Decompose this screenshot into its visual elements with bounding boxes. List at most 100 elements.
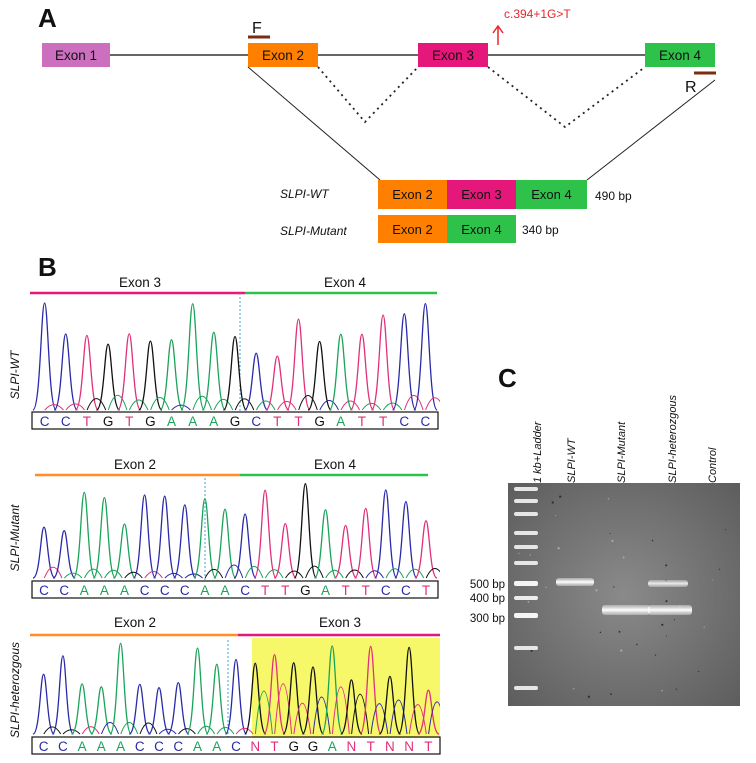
wt-transcript-label: SLPI-WT (280, 187, 330, 201)
gel-speckle (661, 690, 663, 692)
trace-peak (154, 496, 176, 578)
gel-speckle (698, 671, 699, 672)
gel-speckle (555, 515, 556, 516)
base-letter: C (154, 739, 164, 754)
trace-peak (53, 531, 75, 578)
base-letter: A (78, 739, 87, 754)
mutant-transcript-label: SLPI-Mutant (280, 224, 347, 238)
gel-speckle (704, 626, 705, 627)
gel-speckle (600, 632, 602, 634)
base-letter: A (97, 739, 106, 754)
gel-speckle (552, 501, 554, 503)
gel-speckle (530, 554, 531, 555)
gel-speckle (623, 557, 625, 559)
exon-2-label: Exon 2 (262, 48, 304, 63)
trace-peak (274, 524, 296, 578)
base-letter: T (358, 414, 366, 429)
zoom-line-right (587, 80, 715, 180)
trace-peak (110, 643, 131, 734)
base-letter: N (250, 739, 260, 754)
base-letter: A (209, 414, 218, 429)
trace-peak (414, 304, 437, 410)
base-letter: C (40, 414, 50, 429)
base-letter: C (231, 739, 241, 754)
trace-peak (187, 648, 208, 734)
base-letter: T (341, 583, 349, 598)
base-letter: N (347, 739, 357, 754)
chrom-wt-label: SLPI-WT (8, 349, 22, 399)
base-letter: T (261, 583, 269, 598)
panel-c: C 1 kb+Ladder SLPI-WT SLPI-Mutant SLPI-h… (470, 363, 740, 706)
gel-speckle (665, 600, 667, 602)
gel-speckle (558, 547, 560, 549)
base-letter: C (399, 414, 409, 429)
trace-peak (33, 527, 55, 578)
chrom-het-bases: CCAAACCCAACNTGGANTNNT (39, 739, 433, 754)
trace-peak (214, 509, 236, 578)
trace-peak (134, 495, 156, 578)
gel-speckle (661, 624, 663, 626)
trace-peak (52, 656, 73, 734)
trace-peak (355, 508, 377, 578)
base-letter: A (167, 414, 176, 429)
base-letter: N (385, 739, 395, 754)
gel-speckle (610, 693, 612, 695)
trace-peak (33, 303, 56, 410)
lane-label-ladder: 1 kb+Ladder (532, 420, 544, 483)
trace-peak (54, 334, 77, 410)
trace-peak (91, 687, 112, 734)
gel-speckle (725, 529, 726, 530)
base-letter: C (180, 583, 190, 598)
gel-speckle (665, 564, 667, 566)
mutant-segment-1: Exon 2 (392, 222, 432, 237)
trace-peak (372, 315, 395, 410)
band-het-490bp (648, 580, 688, 587)
gel-speckle (573, 688, 574, 689)
base-letter: G (308, 739, 319, 754)
base-letter: A (116, 739, 125, 754)
gel-speckle (595, 589, 597, 591)
mutant-size-label: 340 bp (522, 223, 559, 237)
base-letter: A (120, 583, 129, 598)
chrom-wt-left-exon: Exon 3 (119, 275, 161, 290)
base-letter: T (125, 414, 133, 429)
lane-label-mutant: SLPI-Mutant (616, 421, 628, 483)
chrom-het-right-exon: Exon 3 (319, 615, 361, 630)
wt-segment-3: Exon 4 (531, 187, 571, 202)
gel-speckle (666, 635, 667, 636)
gel-image (508, 483, 740, 706)
trace-peak (93, 498, 115, 578)
lane-label-control: Control (707, 447, 719, 483)
base-letter: G (145, 414, 156, 429)
splice-exon3-exon4 (488, 67, 645, 127)
chrom-mut-left-exon: Exon 2 (114, 457, 156, 472)
exon-1: Exon 1 (42, 43, 110, 67)
base-letter: T (281, 583, 289, 598)
panel-c-label: C (498, 363, 517, 393)
chrom-mut-bases: CCAAACCCAACTTGATTCCT (39, 583, 430, 598)
base-letter: T (424, 739, 432, 754)
base-letter: C (160, 583, 170, 598)
base-letter: T (422, 583, 430, 598)
base-letter: T (83, 414, 91, 429)
primer-reverse-label: R (685, 79, 697, 96)
panel-a: A Exon 1 Exon 2 Exon 3 Exon 4 F R (38, 3, 716, 243)
gel-speckle (676, 688, 677, 689)
gel-speckle (655, 654, 656, 655)
base-letter: C (61, 414, 71, 429)
trace-peak (139, 341, 162, 410)
base-letter: C (140, 583, 150, 598)
base-letter: G (314, 414, 325, 429)
gel-speckle (610, 533, 611, 534)
trace-peak (375, 490, 397, 578)
base-letter: C (58, 739, 68, 754)
trace-peak (129, 684, 150, 734)
wt-segment-2: Exon 3 (461, 187, 501, 202)
trace-peak (329, 334, 352, 410)
base-letter: T (362, 583, 370, 598)
chrom-mut-right-exon: Exon 4 (314, 457, 357, 472)
gel-speckle (611, 540, 613, 542)
base-letter: A (200, 583, 209, 598)
trace-peak (118, 334, 141, 410)
